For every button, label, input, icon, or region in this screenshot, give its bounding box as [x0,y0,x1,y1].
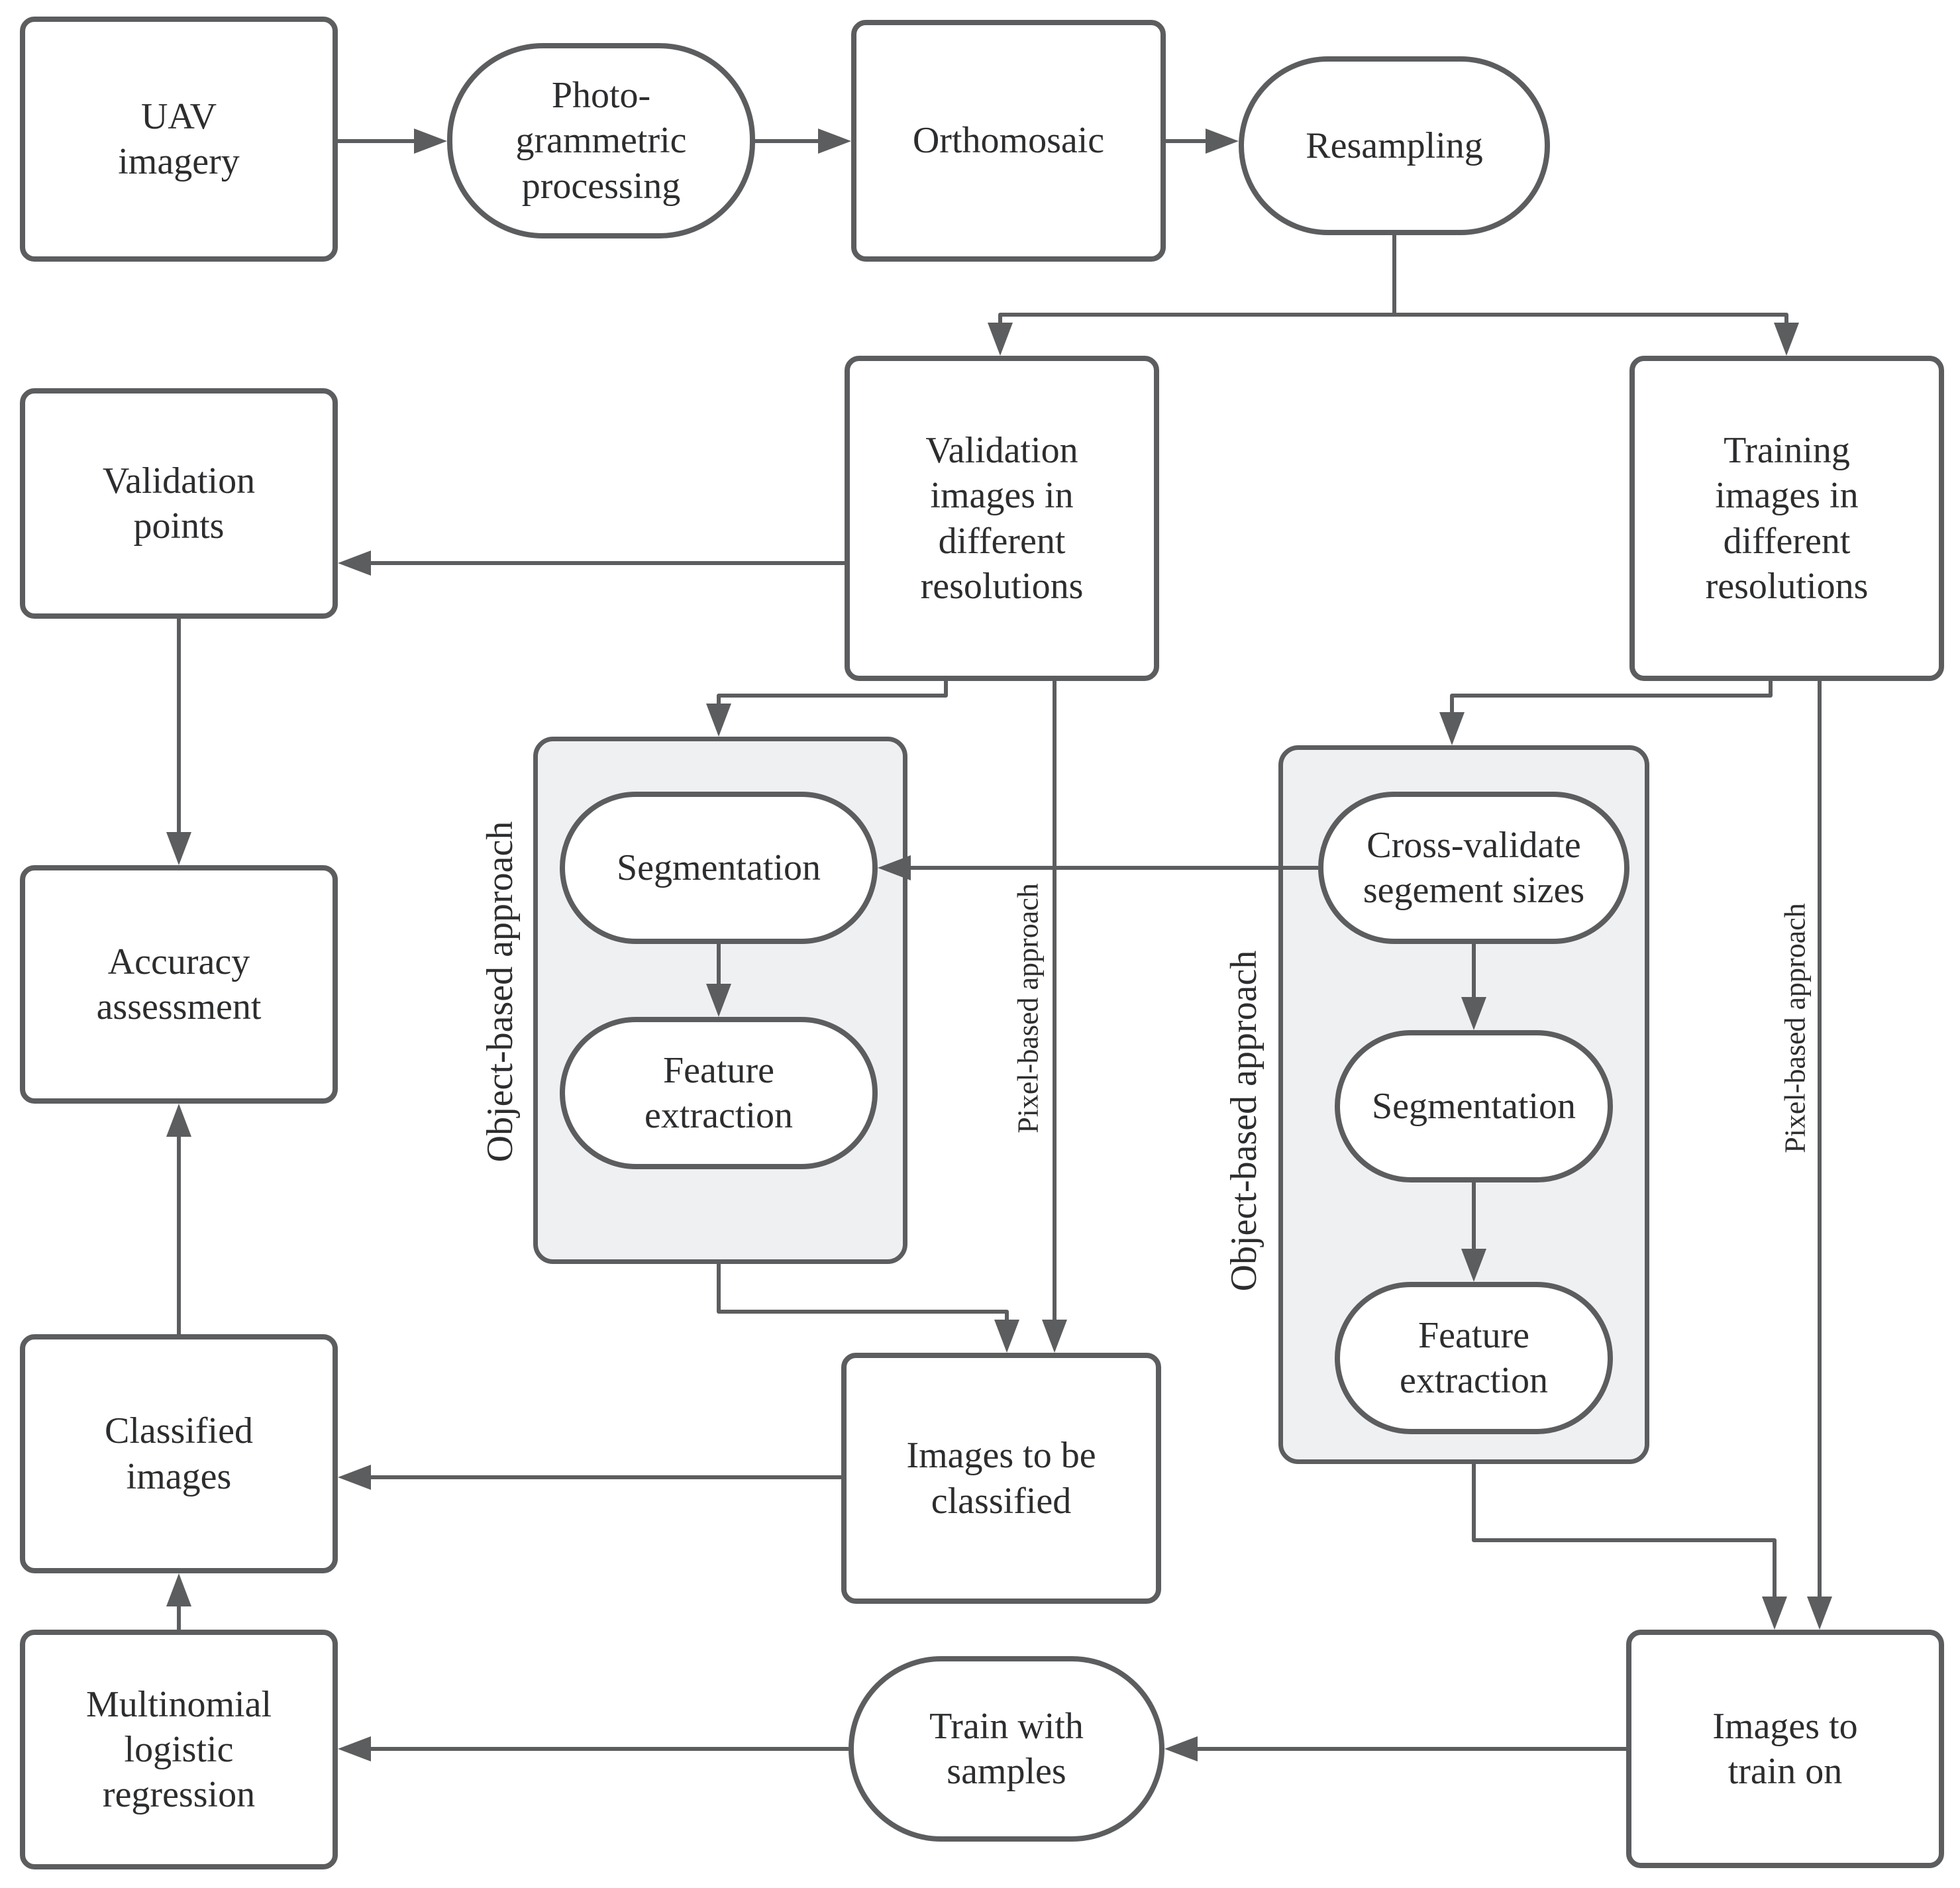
node-feature-extraction-left: Feature extraction [560,1017,878,1169]
edge-object-left-to-classify [717,1264,1019,1353]
node-train-with-samples: Train with samples [849,1656,1164,1842]
node-cross-validate-segment-sizes: Cross-validate segement sizes [1318,792,1629,944]
node-resampling: Resampling [1239,56,1550,235]
edge-validation-to-object-left [706,681,948,737]
edge-split-to-validation-images [988,313,1394,356]
node-images-to-be-classified: Images to be classified [841,1353,1161,1604]
node-classified-images: Classified images [20,1334,338,1573]
edge-split-to-training-images [1394,313,1799,356]
edge-object-right-to-train-on [1472,1464,1787,1630]
label-pixel-based-approach-right: Pixel-based approach [1779,903,1812,1153]
label-object-based-approach-right: Object-based approach [1223,950,1264,1292]
node-segmentation-right: Segmentation [1335,1030,1613,1182]
label-object-based-approach-left: Object-based approach [480,821,521,1163]
node-multinomial-logistic-regression: Multinomial logistic regression [20,1630,338,1869]
node-feature-extraction-right: Feature extraction [1335,1282,1613,1434]
node-validation-points: Validation points [20,388,338,619]
edge-training-to-object-right [1439,681,1773,745]
node-validation-images: Validation images in different resolutio… [845,356,1159,681]
node-training-images: Training images in different resolutions [1629,356,1944,681]
node-uav-imagery: UAV imagery [20,17,338,262]
node-orthomosaic: Orthomosaic [851,20,1166,262]
node-images-to-train-on: Images to train on [1626,1630,1944,1868]
label-pixel-based-approach-left: Pixel-based approach [1011,883,1045,1133]
node-photogrammetric-processing: Photo- grammetric processing [447,43,755,238]
node-accuracy-assessment: Accuracy assessment [20,865,338,1104]
node-segmentation-left: Segmentation [560,792,878,944]
